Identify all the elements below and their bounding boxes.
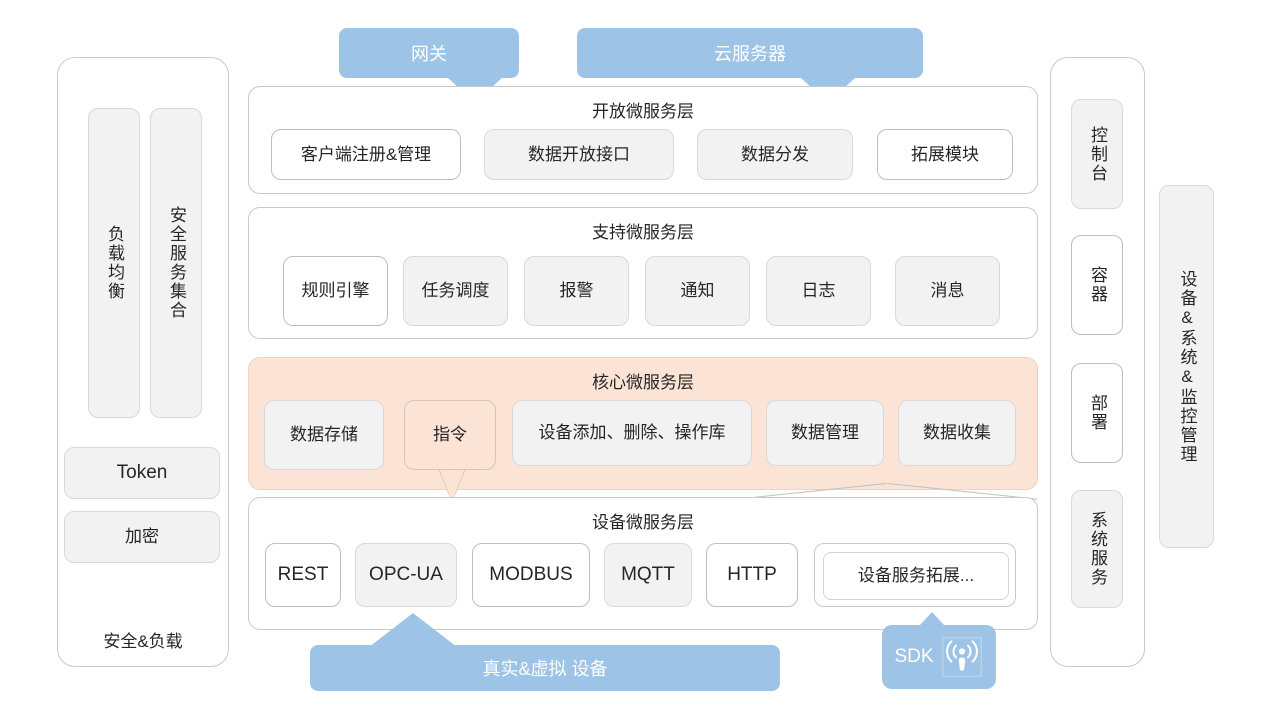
support-item-task-schedule[interactable]: 任务调度 (403, 256, 508, 326)
open-item-client-register-label: 客户端注册&管理 (300, 144, 432, 164)
core-item-device-crud[interactable]: 设备添加、删除、操作库 (512, 400, 752, 466)
left-item-token[interactable]: Token (64, 447, 220, 499)
device-item-mqtt[interactable]: MQTT (604, 543, 692, 607)
callout-cloud-server[interactable]: 云服务器 (577, 28, 923, 78)
left-panel-security-load: 安全&负载 (57, 57, 229, 667)
callout-sdk[interactable]: SDK (882, 625, 996, 689)
device-item-http-label: HTTP (727, 564, 777, 586)
core-item-data-management[interactable]: 数据管理 (766, 400, 884, 466)
open-item-client-register[interactable]: 客户端注册&管理 (271, 129, 461, 180)
device-item-service-extension-inner: 设备服务拓展... (823, 552, 1009, 600)
support-item-message[interactable]: 消息 (895, 256, 1000, 326)
right-item-system-service-label: 系统服务 (1088, 511, 1107, 587)
layer-open-microservice-title: 开放微服务层 (592, 102, 694, 121)
device-item-opc-ua[interactable]: OPC-UA (355, 543, 457, 607)
core-item-data-collection[interactable]: 数据收集 (898, 400, 1016, 466)
core-item-command-tail (439, 468, 465, 502)
right-item-device-system-monitor[interactable]: 设备&系统&监控管理 (1159, 185, 1214, 548)
support-item-rule-engine[interactable]: 规则引擎 (283, 256, 388, 326)
broadcast-icon (941, 637, 982, 677)
support-item-log[interactable]: 日志 (766, 256, 871, 326)
right-item-container-label: 容器 (1088, 266, 1107, 304)
right-item-device-system-monitor-label: 设备&系统&监控管理 (1177, 269, 1197, 464)
callout-real-virtual-devices-label: 真实&虚拟 设备 (482, 659, 608, 679)
open-item-extension-module[interactable]: 拓展模块 (877, 129, 1013, 180)
core-item-data-storage[interactable]: 数据存储 (264, 400, 384, 470)
right-item-container[interactable]: 容器 (1071, 235, 1123, 335)
right-item-console[interactable]: 控制台 (1071, 99, 1123, 209)
right-item-console-label: 控制台 (1088, 125, 1107, 183)
support-item-task-schedule-label: 任务调度 (421, 281, 490, 301)
open-item-data-distribution[interactable]: 数据分发 (697, 129, 853, 180)
open-item-data-open-api[interactable]: 数据开放接口 (484, 129, 674, 180)
device-item-modbus[interactable]: MODBUS (472, 543, 590, 607)
device-item-mqtt-label: MQTT (621, 564, 675, 586)
sdk-label: SDK (894, 646, 934, 667)
support-item-message-label: 消息 (930, 281, 965, 301)
device-item-service-extension-label: 设备服务拓展... (857, 566, 975, 586)
left-item-security-services-label: 安全服务集合 (167, 206, 186, 320)
core-item-data-management-label: 数据管理 (791, 423, 859, 443)
core-item-command-label: 指令 (433, 425, 467, 445)
core-item-device-crud-label: 设备添加、删除、操作库 (538, 423, 726, 443)
device-item-rest[interactable]: REST (265, 543, 341, 607)
callout-cloud-server-label: 云服务器 (714, 44, 786, 64)
support-item-rule-engine-label: 规则引擎 (301, 281, 370, 301)
left-item-encryption-label: 加密 (125, 527, 159, 547)
open-item-data-open-api-label: 数据开放接口 (528, 144, 630, 164)
callout-devices-tail (369, 613, 457, 647)
device-item-http[interactable]: HTTP (706, 543, 798, 607)
support-item-notification[interactable]: 通知 (645, 256, 750, 326)
open-item-data-distribution-label: 数据分发 (741, 144, 809, 164)
support-item-alarm-label: 报警 (559, 281, 594, 301)
left-item-token-label: Token (116, 462, 168, 484)
core-item-data-storage-label: 数据存储 (290, 425, 358, 445)
core-item-data-collection-label: 数据收集 (923, 423, 991, 443)
layer-device-microservice-title: 设备微服务层 (592, 513, 694, 532)
support-item-log-label: 日志 (801, 281, 836, 301)
device-item-rest-label: REST (277, 564, 329, 586)
callout-gateway[interactable]: 网关 (339, 28, 519, 78)
device-item-opc-ua-label: OPC-UA (369, 564, 443, 586)
support-item-alarm[interactable]: 报警 (524, 256, 629, 326)
device-item-service-extension[interactable]: 设备服务拓展... (814, 543, 1016, 607)
open-item-extension-module-label: 拓展模块 (911, 144, 979, 164)
left-item-load-balance[interactable]: 负载均衡 (88, 108, 140, 418)
core-item-command[interactable]: 指令 (404, 400, 496, 470)
left-item-security-services[interactable]: 安全服务集合 (150, 108, 202, 418)
left-item-load-balance-label: 负载均衡 (105, 225, 124, 301)
left-item-encryption[interactable]: 加密 (64, 511, 220, 563)
callout-real-virtual-devices[interactable]: 真实&虚拟 设备 (310, 645, 780, 691)
callout-gateway-label: 网关 (411, 44, 447, 64)
right-item-deploy[interactable]: 部署 (1071, 363, 1123, 463)
right-item-system-service[interactable]: 系统服务 (1071, 490, 1123, 608)
layer-core-microservice-title: 核心微服务层 (592, 373, 694, 392)
right-item-deploy-label: 部署 (1088, 394, 1107, 432)
left-panel-title: 安全&负载 (103, 632, 183, 651)
layer-support-microservice-title: 支持微服务层 (592, 223, 694, 242)
device-item-modbus-label: MODBUS (489, 564, 573, 586)
support-item-notification-label: 通知 (680, 281, 715, 301)
